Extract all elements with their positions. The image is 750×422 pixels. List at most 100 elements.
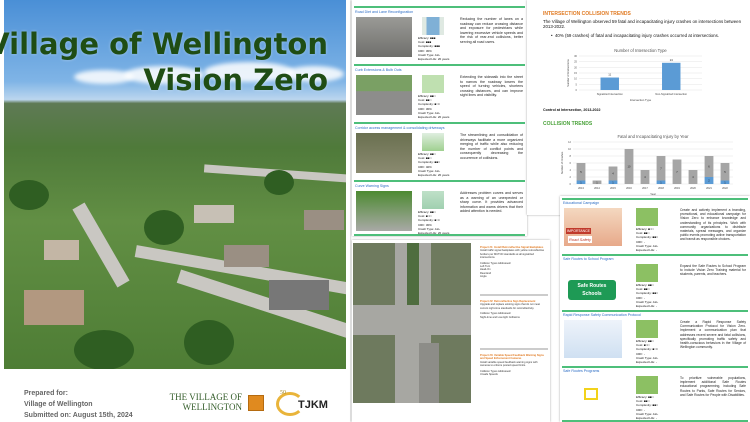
data-label: 24 <box>670 58 674 62</box>
countermeasure-icon <box>422 17 444 35</box>
program-description: Create and actively implement a branding… <box>680 208 746 242</box>
y-axis-label: Number of Crashes <box>560 151 564 174</box>
sign-text: Schools <box>582 291 602 297</box>
rating-line: Cost: ■□□ <box>418 214 432 219</box>
y-tick-label: 25 <box>574 60 577 64</box>
project-body: Install variable speed feedback warning … <box>480 360 538 368</box>
rating-line: Cost: ■■□ <box>636 287 650 292</box>
project-title: Project #2: Retroreflective Sign Replace… <box>480 300 536 303</box>
countermeasure-title: Corridor access management & consolidati… <box>355 126 445 130</box>
project-body: Install traffic signal backplates with y… <box>480 249 545 260</box>
bar <box>662 62 681 90</box>
injury-by-year-chart: Fatal and Incapacitating Injury by Year 0… <box>560 134 733 196</box>
chart-title: Number of Intersection Type <box>614 48 667 53</box>
project-list-item: Head-On <box>480 268 491 272</box>
rating-line: Crash Type: ALL <box>418 226 441 231</box>
chart-title: Fatal and Incapacitating Injury by Year <box>617 134 689 139</box>
y-tick-label: 15 <box>574 71 577 75</box>
program-ratings: Efficacy: ■■□Cost: ■□□Complexity: ■□□CRF… <box>636 339 676 364</box>
data-label: 5 <box>580 170 582 174</box>
y-tick-label: 0 <box>576 88 578 92</box>
x-tick-label: 2014 <box>594 186 600 190</box>
program-ratings: Efficacy: ■■□Cost: ■■□Complexity: ■■□CRF… <box>636 395 676 420</box>
data-label: 1 <box>596 180 598 184</box>
rating-line: CRF: 30% <box>418 106 432 111</box>
countermeasure-title: Curve Warning Signs <box>355 184 389 188</box>
data-label: 7 <box>660 166 662 170</box>
project-title: Project #1: Install Retroreflective Sign… <box>480 246 544 249</box>
x-tick-label: 2015 <box>610 186 616 190</box>
rating-line: Cost: ■■■ <box>418 40 432 45</box>
data-label: 1 <box>580 180 582 184</box>
project-list-item: Left Turn <box>480 265 491 269</box>
program-title: Safe Routes Programs <box>563 369 600 373</box>
rating-line: Expected Life: - <box>636 248 657 253</box>
accessibility-icon-cluster <box>584 388 598 400</box>
rating-line: CRF: 30% <box>418 48 432 53</box>
countermeasure-photo <box>356 17 412 57</box>
countermeasure-description: Addresses problem curves and serves as a… <box>460 191 523 214</box>
cover-subtitle: Vision Zero <box>143 63 328 97</box>
rating-line: Crash Type: ALL <box>418 52 441 57</box>
rating-line: Crash Type: ALL <box>636 243 659 248</box>
bar-segment <box>720 180 730 184</box>
countermeasure-ratings: Efficacy: ■■■Cost: ■■■Complexity: ■■■CRF… <box>418 36 456 61</box>
y-tick-label: 4 <box>570 168 572 172</box>
y-axis-label: Number of Intersections <box>566 59 570 87</box>
rating-line: Expected Life: - <box>636 360 657 365</box>
aerial-photo <box>4 0 346 369</box>
divider <box>480 294 548 296</box>
collision-trends-page: INTERSECTION COLLISION TRENDS The Villag… <box>527 0 750 215</box>
bar-segment <box>576 163 586 181</box>
project-list-title: Collision Types Addressed: <box>480 261 512 265</box>
rating-line: Cost: ■□□ <box>636 343 650 348</box>
chart-caption: Control at Intersection, 2013-2022 <box>543 108 601 112</box>
bar-segment <box>656 156 666 181</box>
x-axis-label: Intersection Type <box>630 98 652 102</box>
countermeasure-photo <box>356 75 412 115</box>
bar-segment <box>624 149 634 184</box>
submitted-date: Submitted on: August 15th, 2024 <box>24 412 133 419</box>
y-tick-label: 10 <box>568 147 571 151</box>
rating-line: Crash Type: ALL <box>636 355 659 360</box>
rating-line: Expected Life: 20 years <box>418 115 450 120</box>
y-tick-label: 0 <box>570 182 572 186</box>
wellington-seal <box>248 395 264 411</box>
project-list-title: Collision Types Addressed: <box>480 312 512 316</box>
x-tick-label: 2017 <box>642 186 648 190</box>
x-tick-label: 2022 <box>722 186 728 190</box>
project-description: Project #3: Variable Speed Feedback Warn… <box>480 354 548 376</box>
data-label: 11 <box>608 73 611 77</box>
program-description: Expand the Safe Routes to School Program… <box>680 264 746 277</box>
bar <box>600 77 619 90</box>
rating-line: Efficacy: ■■□ <box>418 94 436 98</box>
rating-line: CRF: 30% <box>418 222 432 227</box>
data-label: 1 <box>612 180 614 184</box>
y-tick-label: 30 <box>574 54 577 58</box>
program-description: Create a Rapid Response Safety Communica… <box>680 320 746 350</box>
x-tick-label: Signalized Intersection <box>597 92 624 96</box>
x-tick-label: 2019 <box>674 186 680 190</box>
x-tick-label: 2021 <box>706 186 712 190</box>
bar-segment <box>688 170 698 184</box>
rating-line: Crash Type: ALL <box>636 299 659 304</box>
cover-page: Village of Wellington Vision Zero Prepar… <box>0 0 350 422</box>
section-divider <box>562 366 748 368</box>
rating-line: Efficacy: ■■■ <box>418 36 436 40</box>
rating-line: Complexity: ■■□ <box>636 403 658 408</box>
section-divider <box>562 254 748 256</box>
rating-line: Complexity: ■■□ <box>636 235 658 240</box>
bar-segment <box>640 170 650 184</box>
project-list-item: Angle <box>480 275 487 279</box>
image-caption: IMPORTANCE <box>566 228 592 234</box>
rating-line: Complexity: ■□□ <box>636 347 658 352</box>
program-ratings: Efficacy: ■□□Cost: ■■□Complexity: ■■□CRF… <box>636 227 676 252</box>
rating-line: CRF: 40% <box>418 164 432 169</box>
intersection-trends-text: The Village of Wellington observed 59 fa… <box>543 19 742 30</box>
rating-line: Complexity: ■■■ <box>418 44 440 49</box>
